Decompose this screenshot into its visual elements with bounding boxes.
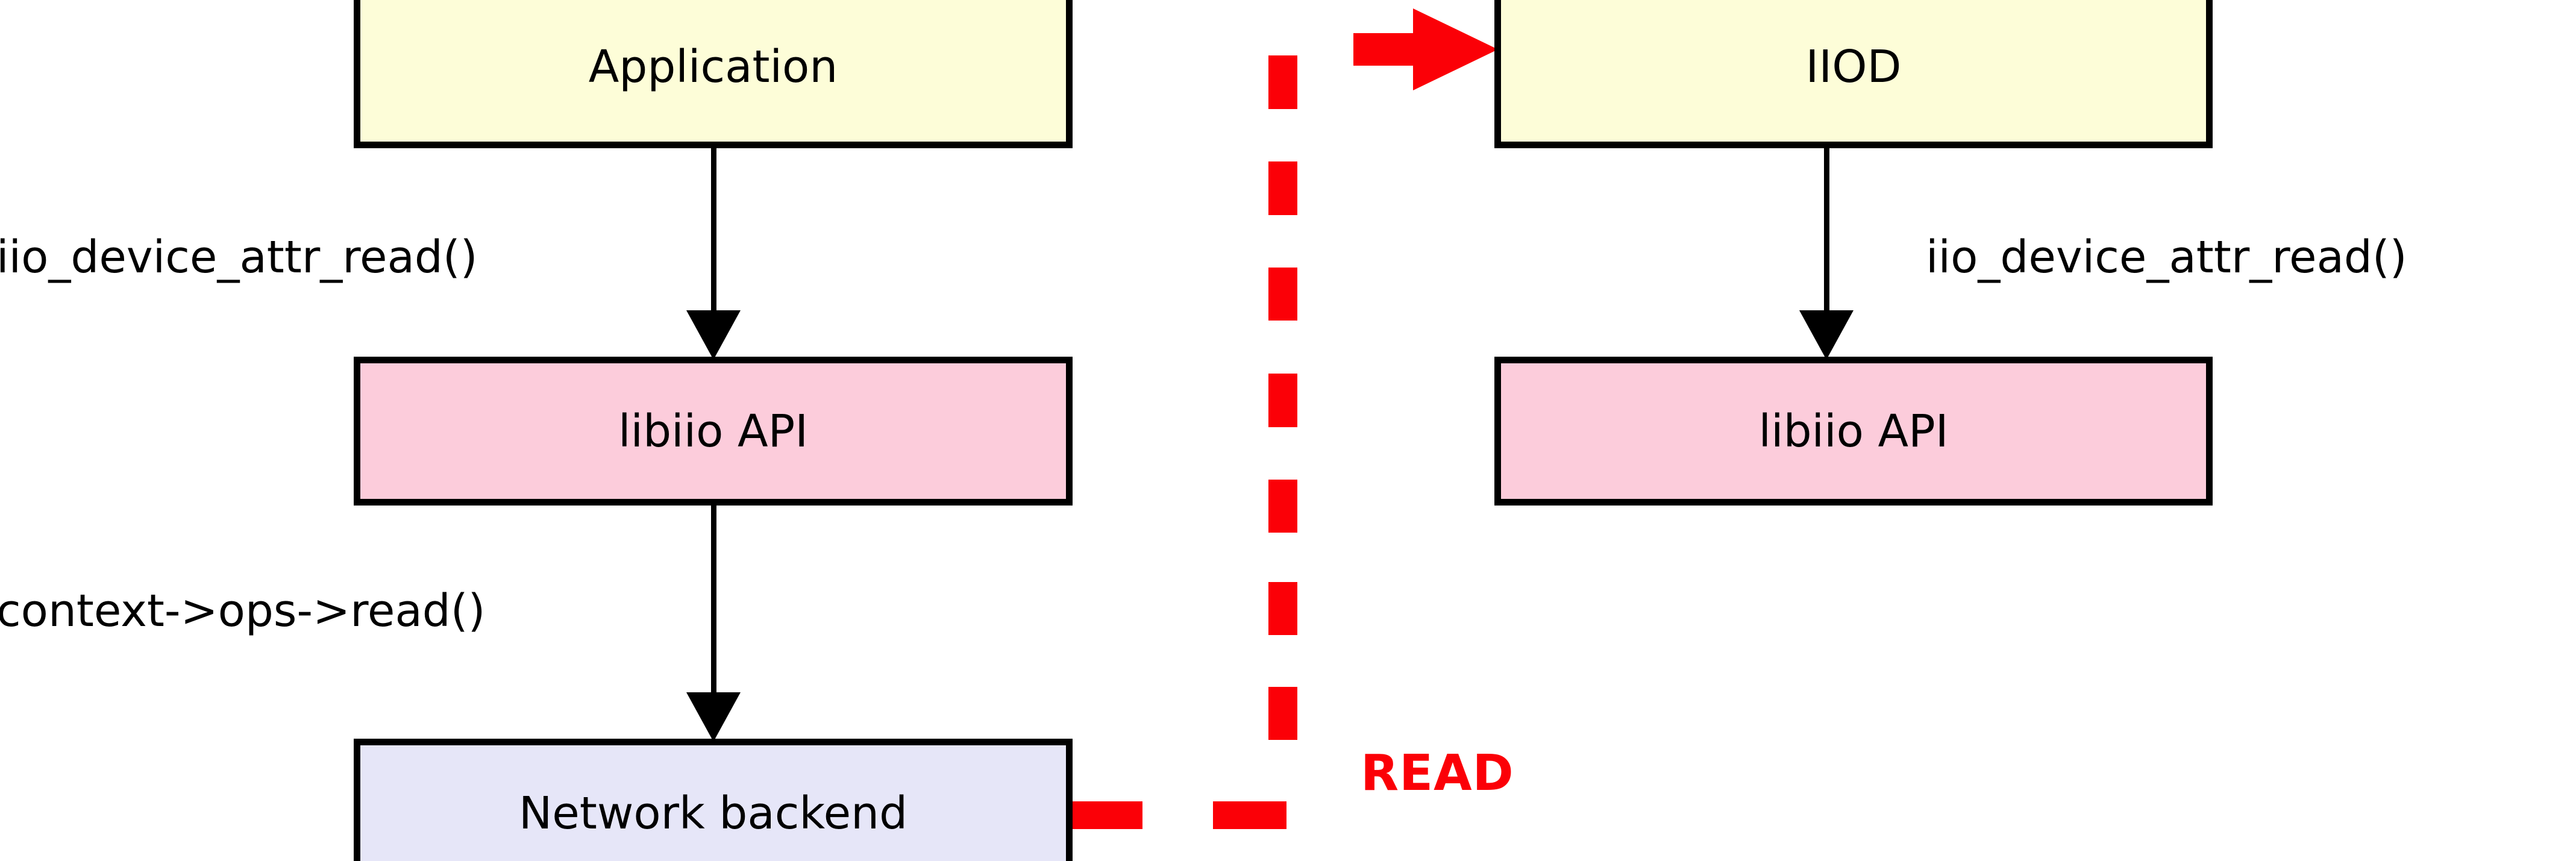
edge-label-application-to-libiio: iio_device_attr_read() [0,231,478,283]
boundary-dash-segment [1268,480,1297,533]
boundary-dash-segment [1073,801,1142,829]
read-request-arrow-icon [1353,8,1498,90]
boundary-dash-segment [1268,55,1297,109]
node-application-label: Application [588,41,838,93]
node-libiio-api-client-label: libiio API [618,405,809,457]
boundary-dash-segment [1268,374,1297,427]
arrow-shaft [711,148,716,323]
boundary-dash-segment [1268,687,1297,740]
arrow-head-icon [686,310,741,360]
node-libiio-api-client: libiio API [354,357,1073,506]
node-application: Application [354,0,1073,148]
boundary-dash-segment [1268,582,1297,635]
boundary-read-label: READ [1361,745,1514,802]
boundary-dash-segment [1268,161,1297,215]
boundary-dash-segment [1268,268,1297,321]
node-libiio-api-server: libiio API [1494,357,2213,506]
node-libiio-api-server-label: libiio API [1758,405,1949,457]
arrow-iiod-to-libiio [1799,148,1854,360]
arrow-application-to-libiio [686,148,741,360]
boundary-dash-segment [1213,801,1286,829]
node-network-backend: Network backend [354,739,1073,861]
arrow-shaft [1824,148,1829,323]
node-network-backend-label: Network backend [518,787,908,839]
node-iiod: IIOD [1494,0,2213,148]
arrow-libiio-to-network-backend [686,506,741,742]
arrow-head-icon [686,692,741,742]
edge-label-iiod-to-libiio: iio_device_attr_read() [1926,231,2407,283]
node-iiod-label: IIOD [1805,41,1902,93]
arrow-shaft [711,506,716,704]
arrow-head-icon [1799,310,1854,360]
edge-label-libiio-to-network-backend: context->ops->read() [0,585,486,637]
